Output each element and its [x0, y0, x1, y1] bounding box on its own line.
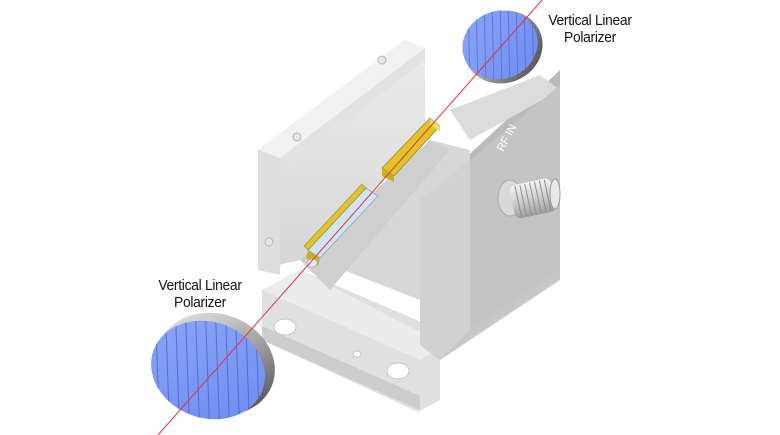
output-polarizer: [462, 0, 543, 90]
laser-beam: [157, 0, 543, 435]
bottom-polarizer-label-line1: Vertical Linear: [158, 277, 242, 294]
top-polarizer-label-line1: Vertical Linear: [548, 12, 632, 29]
bottom-polarizer-label: Vertical Linear Polarizer: [145, 277, 255, 311]
top-polarizer-label-line2: Polarizer: [564, 29, 616, 46]
rf-in-connector[interactable]: [497, 177, 561, 219]
screw-icon: [292, 132, 302, 142]
modulator-housing: RF IN: [258, 40, 560, 360]
top-polarizer-label: Vertical Linear Polarizer: [535, 12, 645, 46]
bottom-polarizer-label-line2: Polarizer: [174, 294, 226, 311]
screw-icon: [377, 55, 387, 65]
screw-icon: [264, 237, 274, 247]
base-plate: [262, 270, 445, 412]
